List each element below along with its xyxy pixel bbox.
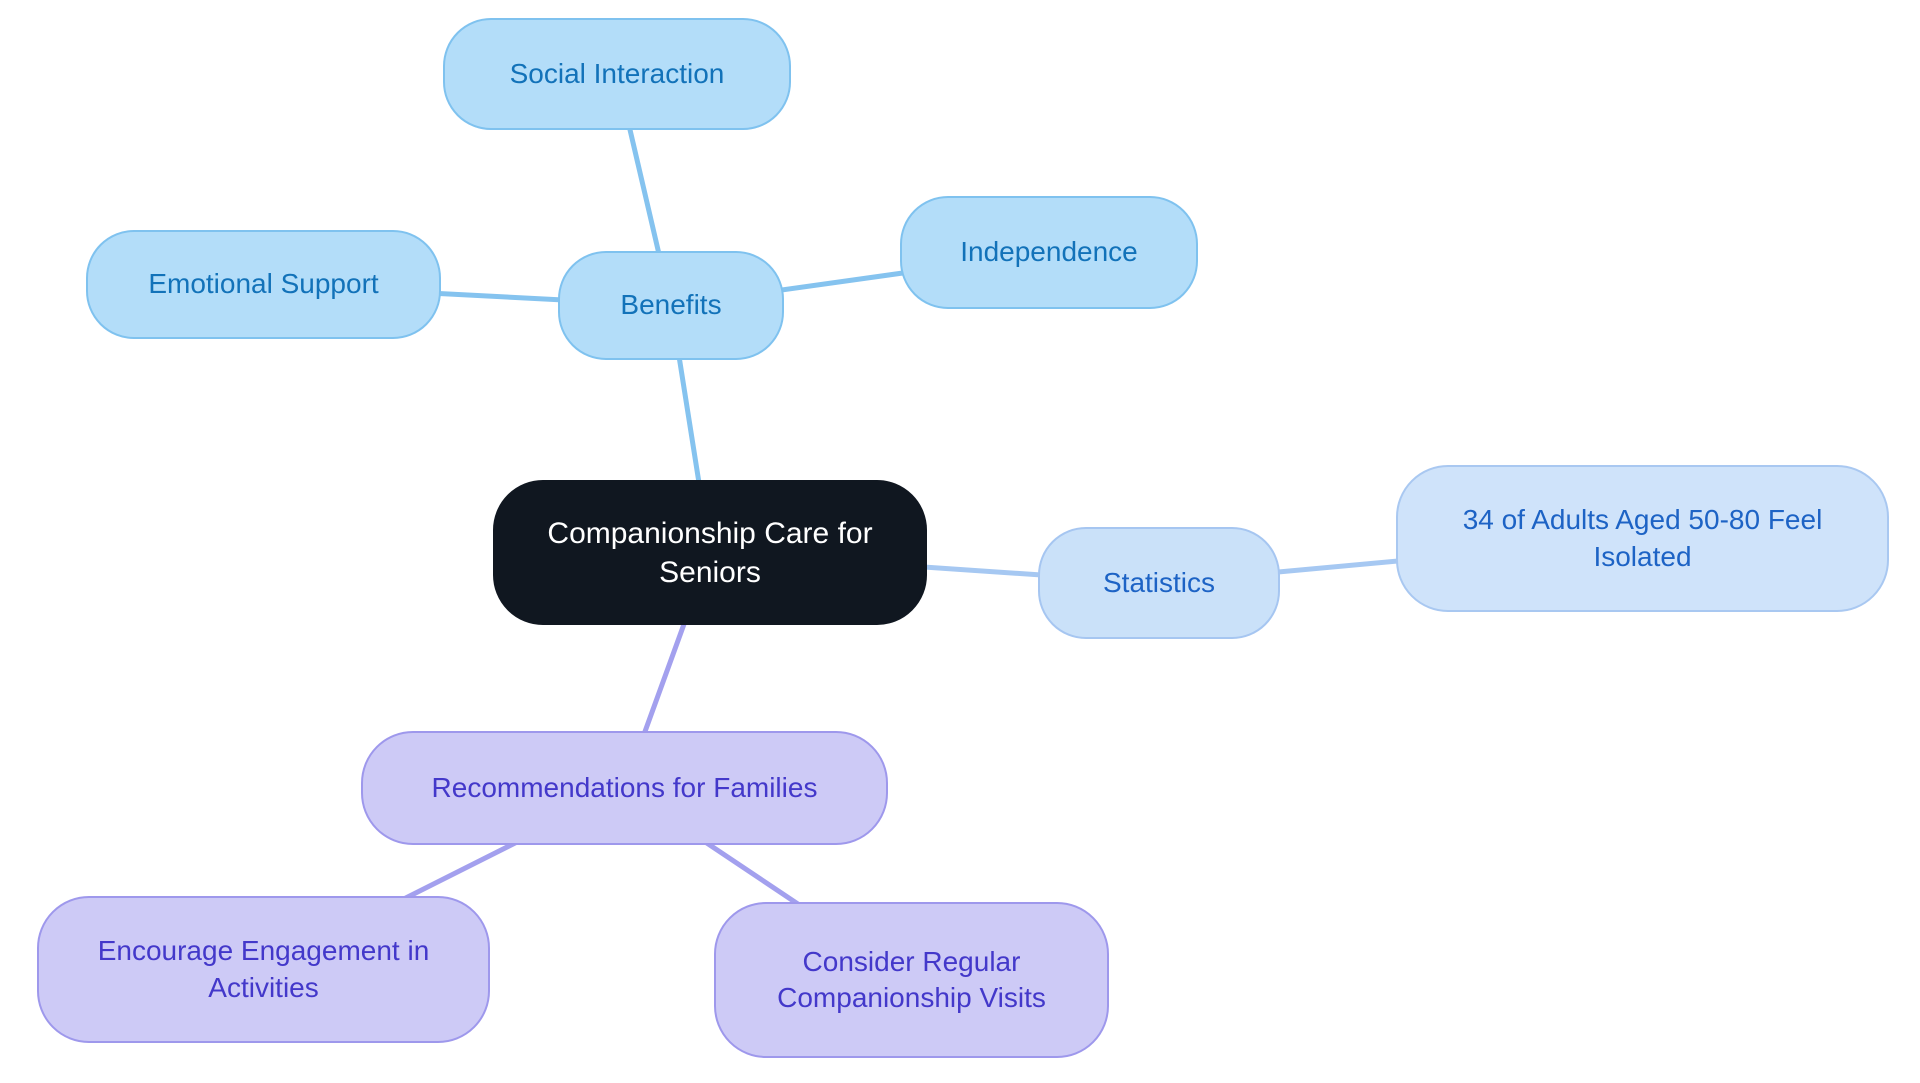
node-emotional-support-label: Emotional Support bbox=[148, 268, 379, 300]
node-encourage-engagement-label: Encourage Engagement in Activities bbox=[97, 935, 430, 1003]
node-statistics-label: Statistics bbox=[1102, 566, 1216, 598]
node-independence[interactable]: Independence bbox=[900, 196, 1198, 309]
node-companionship-visits[interactable]: Consider Regular Companionship Visits bbox=[714, 902, 1109, 1058]
node-central-label: Companionship Care for Seniors bbox=[547, 516, 873, 589]
node-benefits[interactable]: Benefits bbox=[558, 251, 784, 360]
node-social-interaction-label: Social Interaction bbox=[509, 57, 725, 89]
node-statistics[interactable]: Statistics bbox=[1038, 527, 1280, 639]
node-encourage-engagement[interactable]: Encourage Engagement in Activities bbox=[37, 896, 490, 1043]
node-recommendations-label: Recommendations for Families bbox=[431, 771, 818, 803]
node-recommendations[interactable]: Recommendations for Families bbox=[361, 731, 888, 845]
node-independence-label: Independence bbox=[960, 236, 1138, 268]
node-isolation-stat-label: 34 of Adults Aged 50-80 Feel Isolated bbox=[1462, 504, 1823, 572]
node-emotional-support[interactable]: Emotional Support bbox=[86, 230, 441, 339]
node-benefits-label: Benefits bbox=[620, 289, 722, 321]
node-companionship-visits-label: Consider Regular Companionship Visits bbox=[777, 945, 1046, 1013]
node-central[interactable]: Companionship Care for Seniors bbox=[493, 480, 927, 625]
node-isolation-stat[interactable]: 34 of Adults Aged 50-80 Feel Isolated bbox=[1396, 465, 1889, 612]
node-social-interaction[interactable]: Social Interaction bbox=[443, 18, 791, 130]
